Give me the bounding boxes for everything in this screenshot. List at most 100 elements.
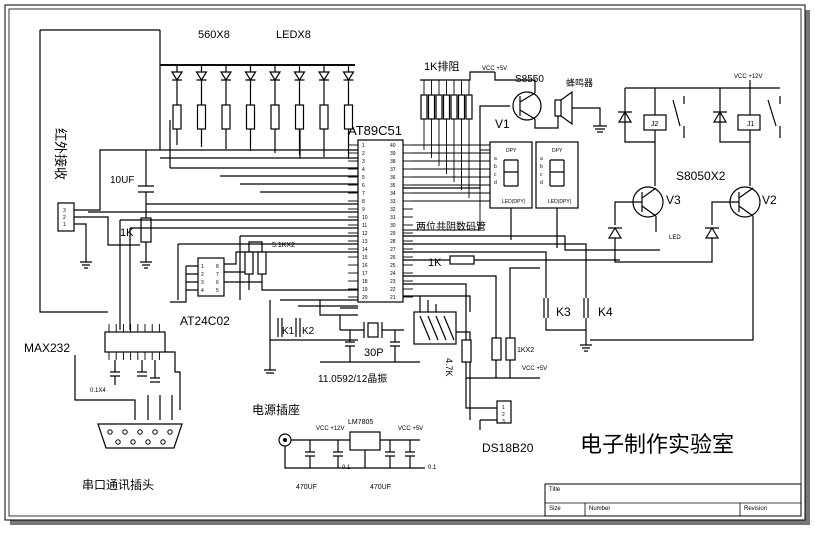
led-resistor xyxy=(270,104,280,130)
mcu-pin-number: 17 xyxy=(362,271,368,277)
serial-connector: 串口通讯插头 xyxy=(82,423,183,492)
relay-section: VCC +12V J2 J1 xyxy=(617,74,781,186)
db9-pin xyxy=(122,429,128,435)
max232: MAX232 0.1X4 xyxy=(24,324,181,420)
vcc5-power: VCC +5V xyxy=(398,426,423,432)
vcc5-res: VCC +5V xyxy=(522,366,547,372)
mcu-pin-number: 39 xyxy=(390,151,396,157)
ds18b20-pins: 123 xyxy=(502,405,505,425)
title-cell: Title xyxy=(549,487,561,493)
mcu-pin-number: 16 xyxy=(362,263,368,269)
resistor-array-label: 560X8 xyxy=(198,29,230,41)
cap-01-b: 0.1 xyxy=(428,465,437,471)
led-resistor xyxy=(343,104,354,130)
eeprom-pin-number: 5 xyxy=(216,288,219,294)
mcu-pin-number: 11 xyxy=(362,223,367,229)
db9-pin xyxy=(160,439,166,445)
keys-k3-k4: K3 K4 xyxy=(403,243,613,352)
mcu-pin-number: 38 xyxy=(390,159,396,165)
mcu-pin-number: 35 xyxy=(390,183,396,189)
max232-label: MAX232 xyxy=(24,341,70,355)
seg-dpy-label: DPY xyxy=(552,148,563,154)
bus-to-display xyxy=(403,144,490,231)
regulator-label: LM7805 xyxy=(348,419,373,426)
mcu-pin-number: 7 xyxy=(362,191,365,197)
vcc5-top: VCC +5V xyxy=(482,66,507,72)
mcu-pin-number: 27 xyxy=(390,247,396,253)
power-label: 电源插座 xyxy=(252,402,300,417)
mcu-pin-number: 9 xyxy=(362,207,365,213)
ds-pin-number: 1 xyxy=(502,405,505,411)
respack-resistor xyxy=(435,94,443,120)
keys-k1-k2: K1 K2 xyxy=(264,299,358,374)
db9-pin xyxy=(167,429,173,435)
cap-01-label: 0.1X4 xyxy=(90,388,106,394)
dip-switch xyxy=(403,295,471,420)
crystal-label: 11.0592/12晶振 xyxy=(318,372,387,385)
j2-label: J2 xyxy=(651,121,659,128)
pullup-resistors-2: 4.7K 1KX2 VCC +5V xyxy=(403,267,547,379)
title-block: Title Size Number Revision xyxy=(544,483,802,517)
seg-letter: c xyxy=(540,172,543,178)
eeprom-pin-number: 7 xyxy=(216,272,219,278)
s8550-buzzer: S8550 V1 VCC +5V 蜂鸣器 xyxy=(403,66,607,189)
revision-cell: Revision xyxy=(744,506,767,512)
mcu-pin-number: 14 xyxy=(362,247,368,253)
mcu-pin-number: 28 xyxy=(390,239,396,245)
serial-label: 串口通讯插头 xyxy=(82,478,154,492)
seg-letter: d xyxy=(494,180,497,186)
mcu-pin-number: 25 xyxy=(390,263,396,269)
mcu-pin-number: 8 xyxy=(362,199,365,205)
ir-receiver: 红外接收 321 xyxy=(53,128,358,269)
db9-pin xyxy=(107,429,113,435)
respack-resistor xyxy=(427,94,436,120)
db9-pin xyxy=(152,429,158,435)
seg-letter: c xyxy=(494,172,497,178)
bus-line xyxy=(403,149,490,231)
s8050-transistors: S8050X2 V3 V2 LED xyxy=(590,169,777,341)
seg-digit xyxy=(549,159,565,187)
seg-letter: a xyxy=(540,156,543,162)
led-array-label: LEDX8 xyxy=(276,29,311,41)
max232-pins xyxy=(108,324,160,360)
ir-pin-number: 3 xyxy=(63,208,66,214)
ir-pin-number: 1 xyxy=(63,222,66,228)
mcu-at89c51: AT89C51 12345678910111213141516171819204… xyxy=(348,123,413,303)
k1-label: K1 xyxy=(282,326,295,337)
ir-pin-number: 2 xyxy=(63,215,66,221)
led-resistor xyxy=(196,104,207,130)
db9-pin xyxy=(115,439,121,445)
eeprom-pin-number: 3 xyxy=(201,280,204,286)
respack-resistor xyxy=(450,94,458,120)
mcu-pin-number: 5 xyxy=(362,175,365,181)
led-resistor xyxy=(245,104,256,130)
mcu-pin-number: 4 xyxy=(362,167,365,173)
v1-label: V1 xyxy=(495,117,510,131)
ds-pin-number: 3 xyxy=(502,419,505,425)
mcu-pin-number: 36 xyxy=(390,175,396,181)
cap-470-right: 470UF xyxy=(370,484,391,491)
respack-resistor xyxy=(465,94,473,120)
respack-resistor xyxy=(420,94,428,120)
mcu-pin-number: 1 xyxy=(362,143,365,149)
mcu-pin-number: 23 xyxy=(390,279,396,285)
pullup-label: 5.1KX2 xyxy=(272,242,295,249)
db9-pin xyxy=(145,439,151,445)
seg-led-label: LED(DPY) xyxy=(502,199,526,205)
cap-470-left: 470UF xyxy=(296,484,317,491)
mcu-pins: 1234567891011121314151617181920403938373… xyxy=(348,143,413,301)
vcc12-power: VCC +12V xyxy=(316,426,345,432)
mcu-label: AT89C51 xyxy=(348,123,402,138)
res-1k-label: 1K xyxy=(120,227,134,239)
db9-pin xyxy=(137,429,143,435)
cap-01-a: 0.1 xyxy=(342,465,351,471)
mcu-pin-number: 24 xyxy=(390,271,396,277)
db9-pin xyxy=(130,439,136,445)
mcu-pin-number: 34 xyxy=(390,191,396,197)
led-label: LED xyxy=(669,235,681,241)
seg-letter: d xyxy=(540,180,543,186)
mcu-pin-number: 12 xyxy=(362,231,368,237)
ds18b20-label: DS18B20 xyxy=(482,441,534,455)
